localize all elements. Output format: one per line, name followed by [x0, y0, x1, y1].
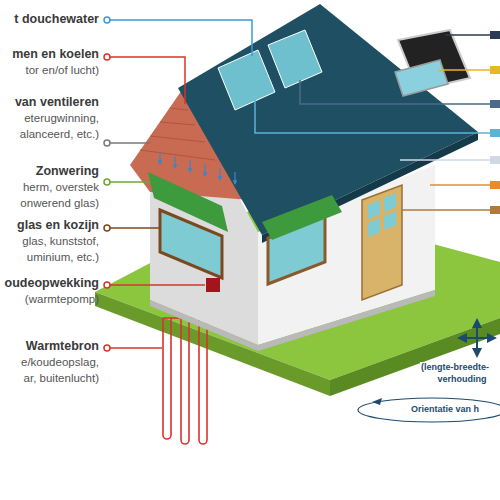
callout-text: (warmtepomp): [25, 293, 99, 306]
door: [362, 185, 402, 300]
solar-panel: [268, 30, 322, 88]
callout-heading: men en koelen: [12, 47, 99, 61]
compass-arrows: [459, 320, 495, 356]
caption-text: (lengte-breedte-: [420, 362, 490, 372]
awning: [262, 195, 342, 240]
roof-edge: [262, 132, 478, 243]
caption-text: verhouding: [437, 374, 488, 384]
callout-heading: oudeopwekking: [5, 276, 99, 290]
heat-pump: [206, 278, 220, 292]
orientation-arrowhead: [372, 398, 382, 405]
callout-heading: Warmtebron: [26, 339, 99, 353]
callout-text: herm, overstek: [23, 181, 99, 194]
callout-heading: t douchewater: [14, 12, 99, 26]
ground-side: [330, 318, 500, 396]
callout-heading: Zonwering: [36, 164, 99, 178]
caption-text: Orientatie van h: [410, 404, 480, 414]
door-pane: [384, 193, 396, 212]
solar-panel: [218, 50, 275, 110]
callout-text: glas, kunststof,: [22, 235, 99, 248]
door-pane: [368, 218, 380, 237]
right-markers: [490, 31, 500, 214]
callout-heading: glas en kozijn: [17, 218, 99, 232]
wall-base: [150, 290, 435, 351]
callout-text: uminium, etc.): [27, 251, 99, 264]
awning: [148, 172, 228, 232]
callout-heading: van ventileren: [15, 95, 99, 109]
callout-text: onwerend glas): [20, 197, 99, 210]
door-pane: [384, 211, 396, 230]
door-pane: [368, 200, 380, 219]
orientation-ellipse: [358, 398, 500, 422]
callout-text: alanceerd, etc.): [20, 128, 99, 141]
roof-window: [395, 60, 448, 96]
callout-text: eterugwinning,: [24, 112, 99, 125]
ventilation-arrows: [160, 152, 235, 184]
callout-text: tor en/of lucht): [25, 64, 99, 77]
callout-text: e/koudeopslag,: [21, 356, 99, 369]
callout-text: ar, buitenlucht): [24, 372, 99, 385]
right-leaders: [255, 35, 492, 210]
leader-dots: [104, 17, 110, 351]
leader-lines: [110, 20, 252, 348]
